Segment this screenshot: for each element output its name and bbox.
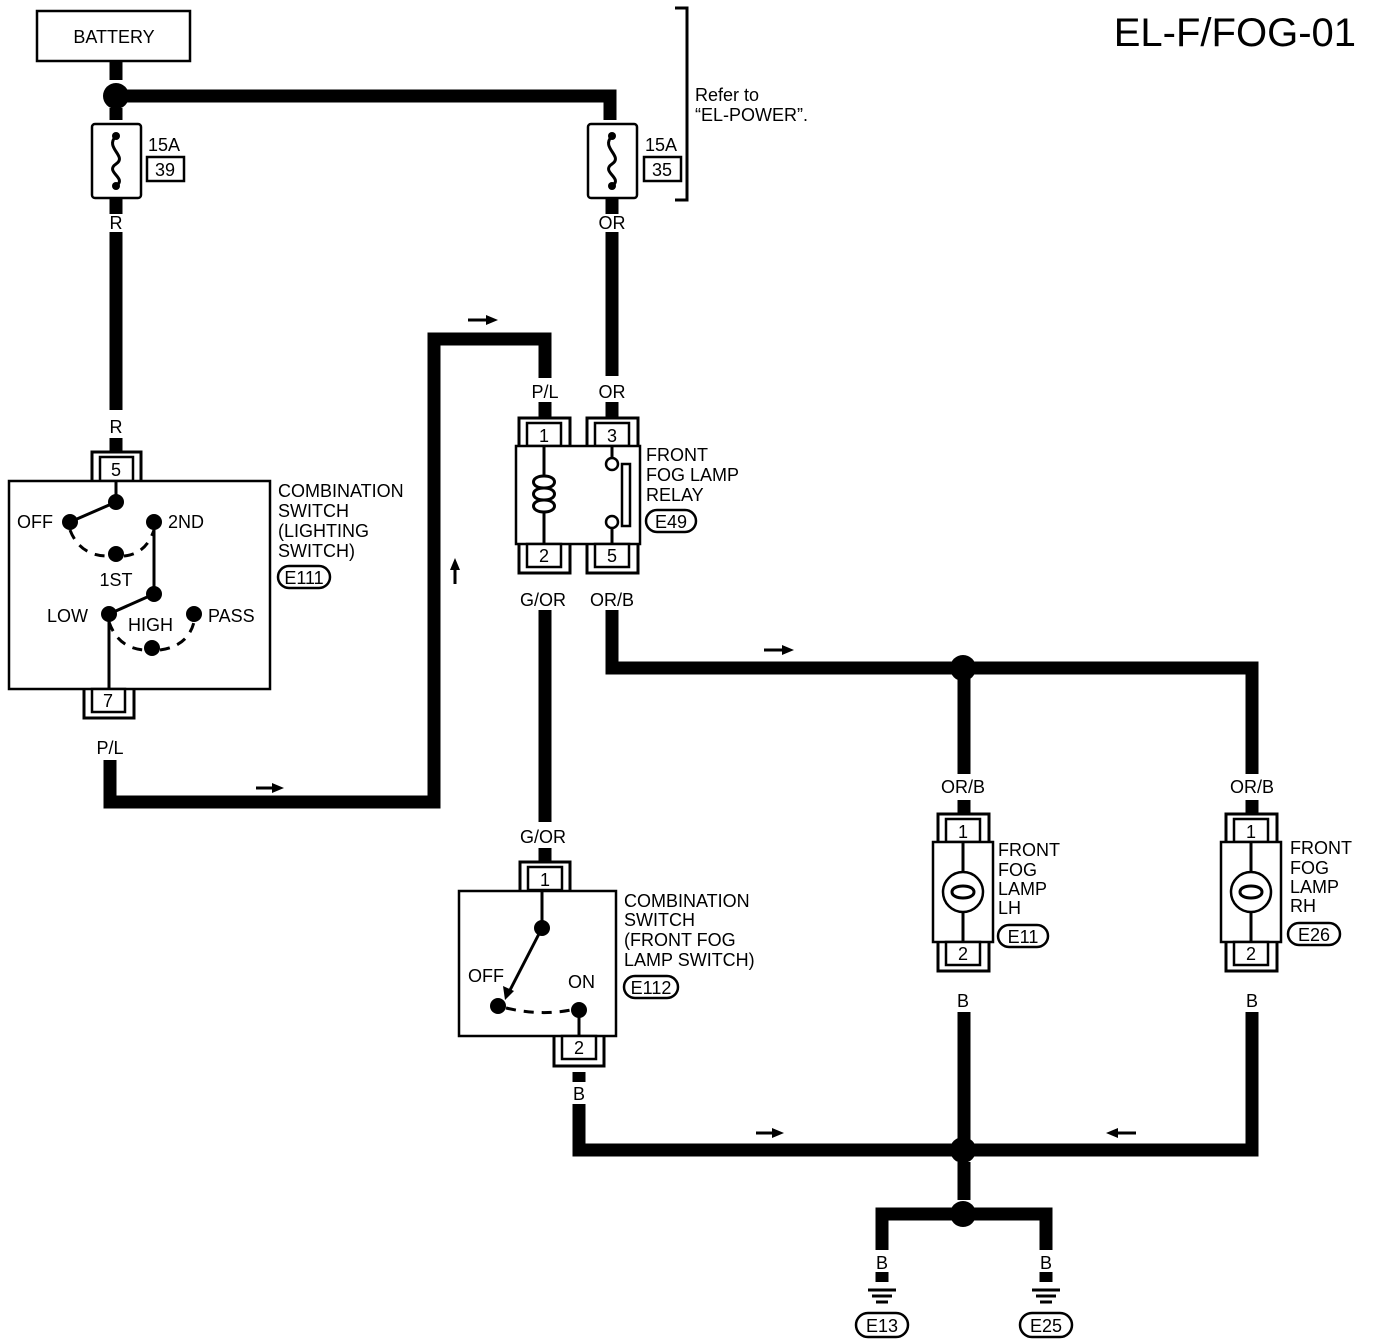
wire-b-e25: B	[1040, 1253, 1052, 1273]
relay-pin-3: 3	[607, 426, 617, 446]
relay-pin-1: 1	[539, 426, 549, 446]
fog-lamp-switch: 1 2 OFF ON COMBINATION SWITCH (FRONT FOG…	[457, 860, 755, 1068]
fuse-35-number: 35	[652, 160, 672, 180]
fog-lamp-rh: 1 2 FRONT FOG LAMP RH E26	[1219, 812, 1352, 973]
fog-switch-name-1: COMBINATION	[624, 891, 750, 911]
wire-or-bottom: OR	[599, 382, 626, 402]
fog-switch-off: OFF	[468, 966, 504, 986]
lighting-switch-name-2: SWITCH	[278, 501, 349, 521]
fog-switch-name-4: LAMP SWITCH)	[624, 950, 755, 970]
lighting-switch-pin-5: 5	[90, 450, 143, 483]
position-1st: 1ST	[99, 570, 132, 590]
wire-r-bottom: R	[110, 417, 123, 437]
refer-note: Refer to “EL-POWER”.	[675, 6, 808, 202]
splice-ground-2	[950, 1201, 976, 1227]
fog-switch-pin-1: 1	[540, 870, 550, 890]
wire-b-lh: B	[957, 991, 969, 1011]
wire-pl-switch: P/L	[96, 738, 123, 758]
fog-switch-pin-2: 2	[574, 1038, 584, 1058]
ground-e25: E25	[1018, 1288, 1074, 1339]
position-2nd: 2ND	[168, 512, 204, 532]
refer-note-line-1: Refer to	[695, 85, 759, 105]
arrow-right-ground	[756, 1128, 784, 1138]
splice-battery	[103, 83, 129, 109]
lamp-lh-name-4: LH	[998, 898, 1021, 918]
relay-pin-2: 2	[539, 546, 549, 566]
wire-or-top: OR	[599, 213, 626, 233]
wire-b-fog-switch: B	[573, 1084, 585, 1104]
position-pass: PASS	[208, 606, 255, 626]
wire-r-top: R	[110, 213, 123, 233]
arrow-left-ground	[1106, 1128, 1136, 1138]
lamp-lh-name-3: LAMP	[998, 879, 1047, 899]
lamp-rh-pin-1: 1	[1246, 822, 1256, 842]
svg-text:5: 5	[111, 460, 121, 480]
position-low: LOW	[47, 606, 88, 626]
fuse-35-rating: 15A	[645, 135, 677, 155]
battery-label: BATTERY	[73, 27, 154, 47]
page-code: EL-F/FOG-01	[1114, 11, 1356, 55]
lamp-rh-name-4: RH	[1290, 896, 1316, 916]
fog-switch-name-2: SWITCH	[624, 910, 695, 930]
refer-note-line-2: “EL-POWER”.	[695, 105, 808, 125]
relay-connector: E49	[655, 512, 687, 532]
lamp-rh-name-1: FRONT	[1290, 838, 1352, 858]
ground-e13: E13	[854, 1288, 910, 1339]
wire-orb-relay: OR/B	[590, 590, 634, 610]
wire-orb-lh: OR/B	[941, 777, 985, 797]
svg-text:7: 7	[103, 691, 113, 711]
lamp-lh-pin-1: 1	[958, 822, 968, 842]
fog-switch-connector: E112	[631, 978, 672, 998]
wire-b-rh: B	[1246, 991, 1258, 1011]
ground-e25-label: E25	[1030, 1316, 1062, 1336]
wire-gor-top: G/OR	[520, 590, 566, 610]
fog-lamp-lh: 1 2 FRONT FOG LAMP LH E11	[931, 812, 1060, 973]
relay-name-3: RELAY	[646, 485, 704, 505]
arrow-right-top	[468, 315, 498, 325]
fuse-39-rating: 15A	[148, 135, 180, 155]
wire-orb-rh: OR/B	[1230, 777, 1274, 797]
wire-b-e13: B	[876, 1253, 888, 1273]
arrow-right-pl	[256, 783, 284, 793]
wire-pl-relay: P/L	[531, 382, 558, 402]
relay-name-1: FRONT	[646, 445, 708, 465]
lighting-switch-name-4: SWITCH)	[278, 541, 355, 561]
lighting-switch-name-3: (LIGHTING	[278, 521, 369, 541]
lamp-lh-pin-2: 2	[958, 944, 968, 964]
lamp-lh-name-2: FOG	[998, 860, 1037, 880]
fuse-39: 15A 39	[90, 122, 186, 214]
battery: BATTERY	[35, 9, 192, 63]
lamp-lh-name-1: FRONT	[998, 840, 1060, 860]
wire-labels: R R OR OR P/L P/L G/OR G/OR OR/B OR/B OR…	[96, 213, 1274, 1273]
splice-orb	[950, 655, 976, 681]
wire-gor-bottom: G/OR	[520, 827, 566, 847]
flow-arrows	[256, 315, 1136, 1138]
fuse-35: 15A 35	[586, 122, 683, 214]
lamp-lh-connector: E11	[1008, 927, 1039, 947]
lamp-rh-name-3: LAMP	[1290, 877, 1339, 897]
arrow-right-orb	[764, 645, 794, 655]
splice-ground-1	[950, 1137, 976, 1163]
position-off: OFF	[17, 512, 53, 532]
lighting-switch: 5 7 OFF 2ND 1ST LOW HIGH PASS CO	[7, 450, 404, 720]
fog-switch-name-3: (FRONT FOG	[624, 930, 736, 950]
lamp-rh-name-2: FOG	[1290, 858, 1329, 878]
relay-name-2: FOG LAMP	[646, 465, 739, 485]
lighting-switch-pin-7: 7	[82, 687, 136, 720]
fog-lamp-relay: 1 3 2 5 FRONT FOG LAMP RELAY E49	[514, 416, 739, 575]
fuse-39-number: 39	[155, 160, 175, 180]
lamp-rh-pin-2: 2	[1246, 944, 1256, 964]
ground-e13-label: E13	[866, 1316, 898, 1336]
lamp-rh-connector: E26	[1298, 925, 1330, 945]
position-high: HIGH	[128, 615, 173, 635]
arrow-up-pl	[450, 558, 460, 584]
lighting-switch-connector: E111	[284, 568, 323, 588]
wires	[103, 62, 1259, 1282]
relay-pin-5: 5	[607, 546, 617, 566]
lighting-switch-name-1: COMBINATION	[278, 481, 404, 501]
fog-switch-on: ON	[568, 972, 595, 992]
